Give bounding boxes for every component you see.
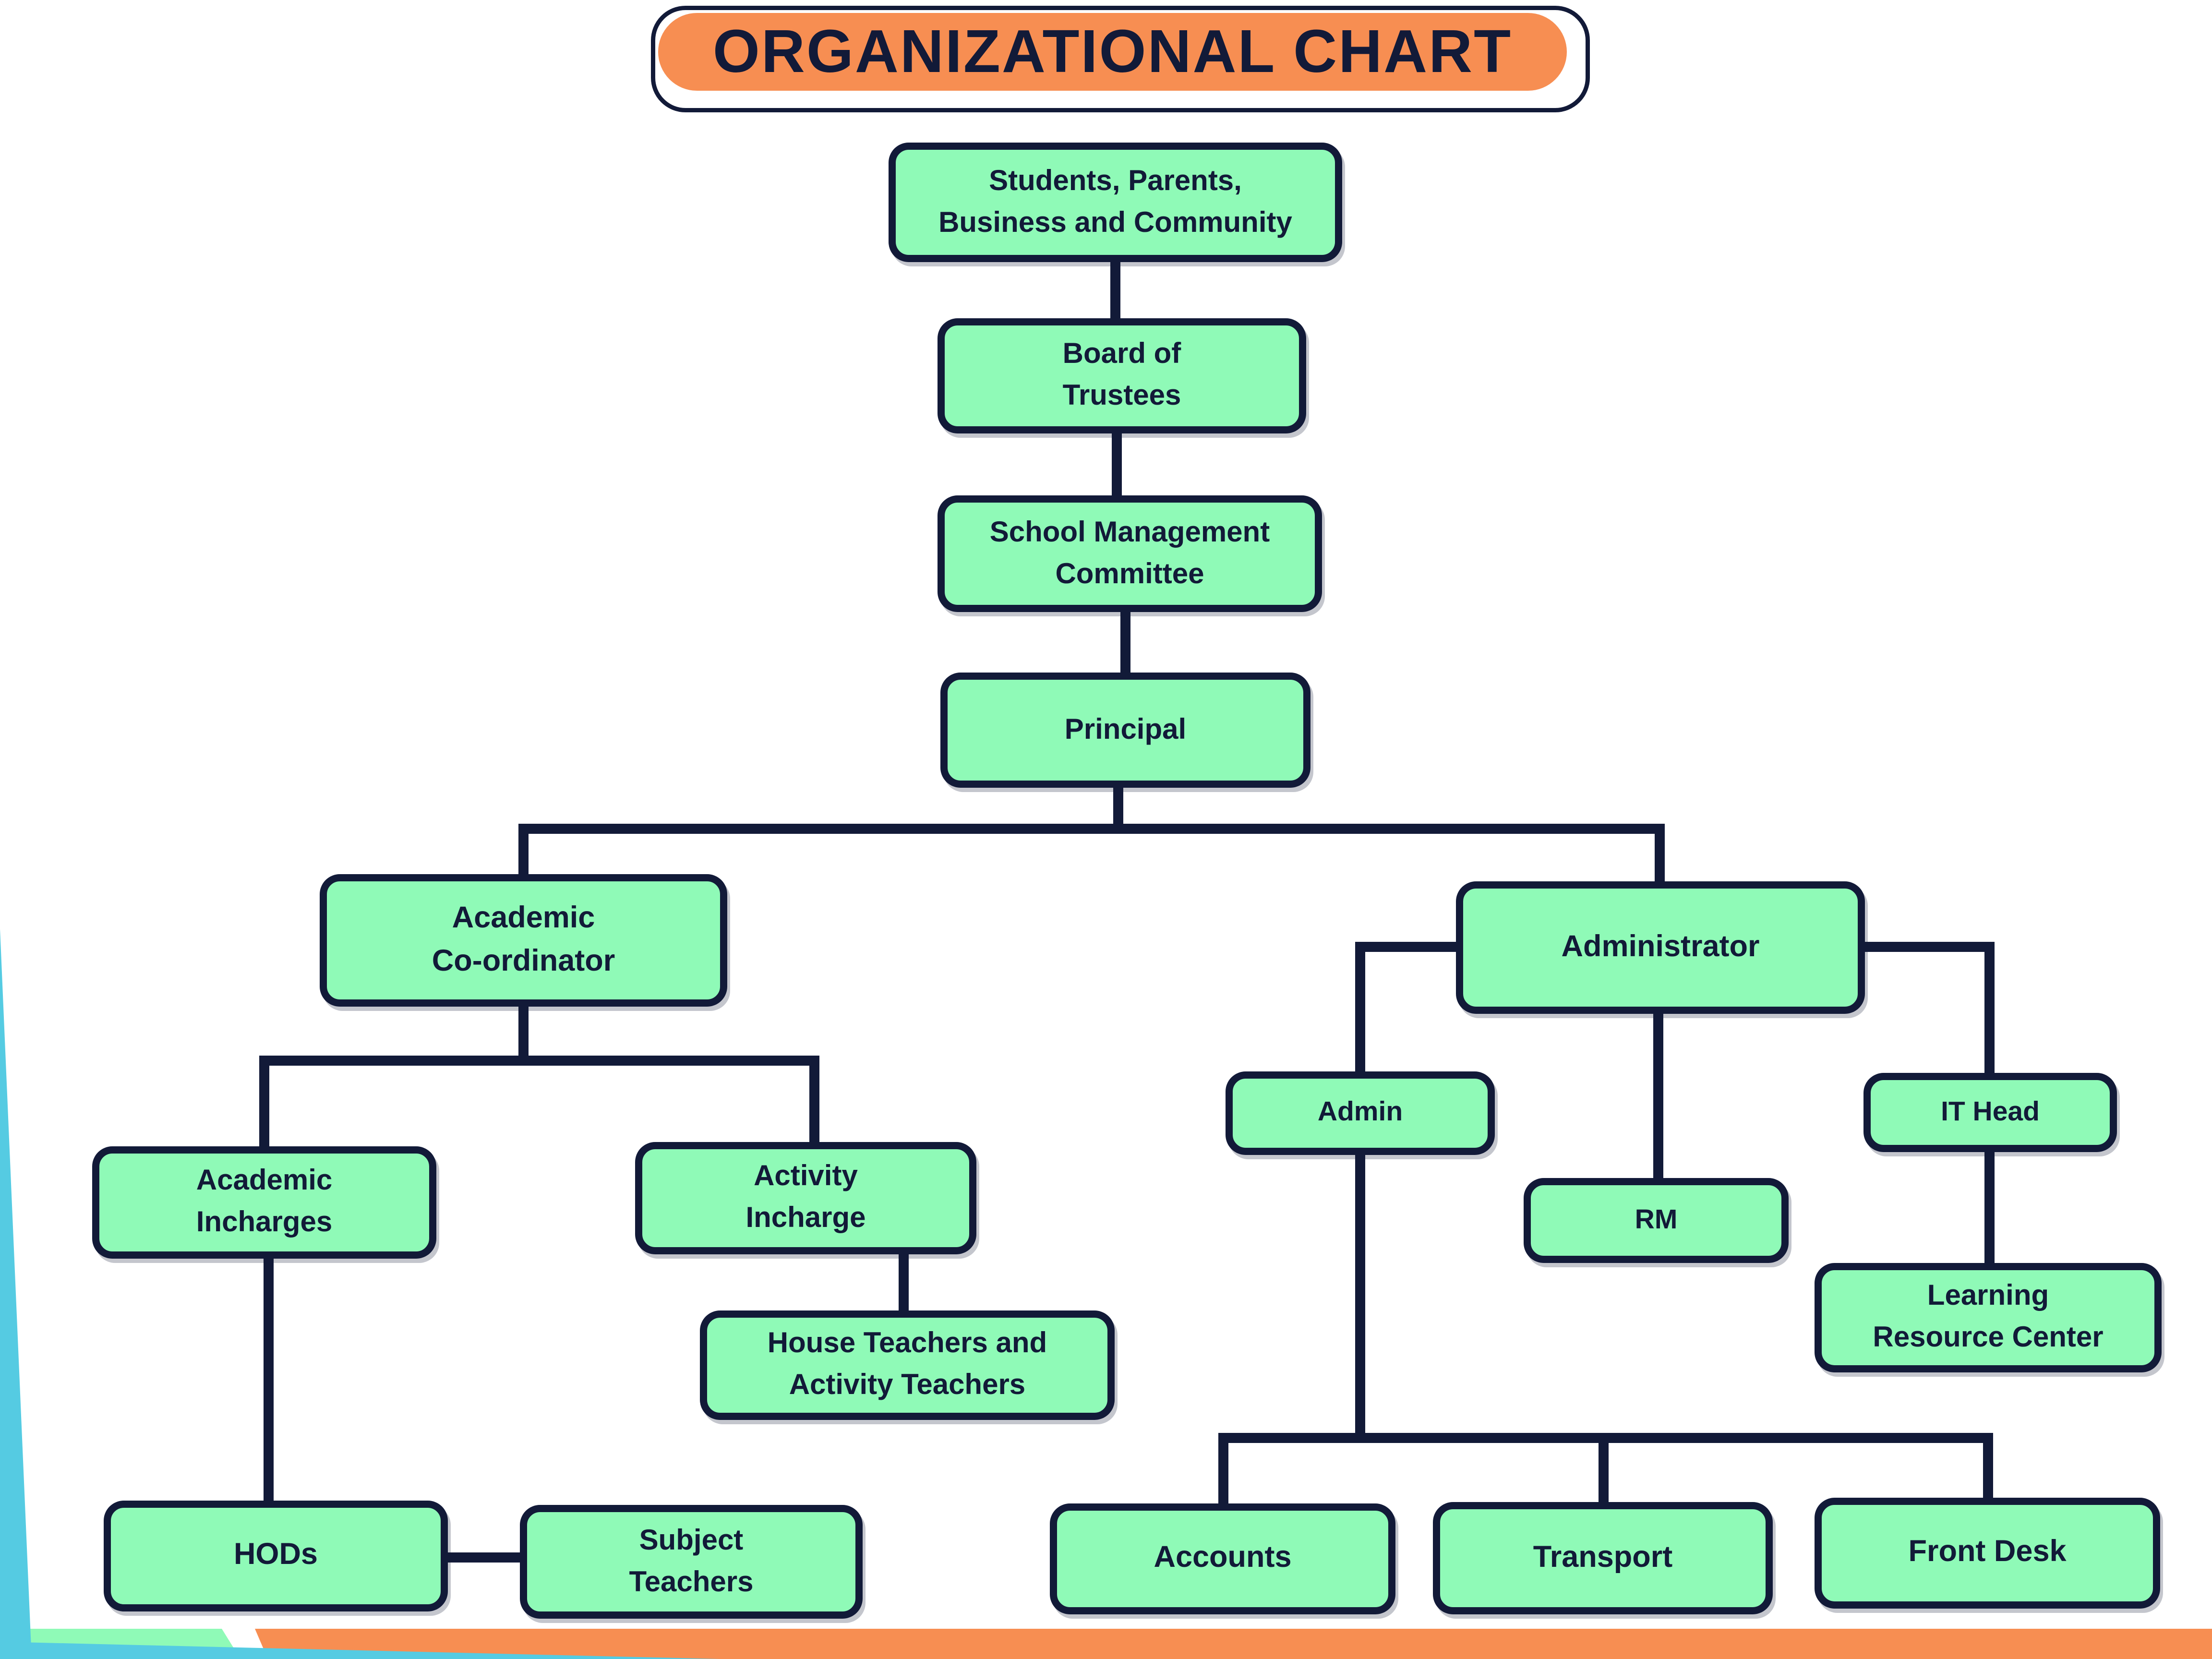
connector-ithead-branch-v	[1984, 942, 1995, 1077]
node-principal: Principal	[940, 673, 1310, 788]
connector-principal-drop	[1113, 785, 1123, 834]
node-label: HODs	[233, 1538, 318, 1572]
connector-activity-to-house	[899, 1251, 909, 1315]
connector-incharges-to-hods	[264, 1256, 274, 1505]
connector-split-to-frontdesk	[1983, 1433, 1993, 1502]
node-label: Learning Resource Center	[1873, 1280, 2104, 1354]
node-label: Board of Trustees	[1062, 338, 1181, 412]
node-rm: RM	[1524, 1178, 1789, 1263]
node-hods: HODs	[104, 1501, 448, 1611]
connector-ithead-to-lrc	[1984, 1149, 1995, 1267]
node-label: School Management Committee	[989, 516, 1270, 590]
node-activity-incharge: Activity Incharge	[635, 1142, 976, 1254]
title-card: ORGANIZATIONAL CHART	[651, 6, 1590, 112]
node-label: Accounts	[1154, 1541, 1292, 1575]
node-label: Students, Parents, Business and Communit…	[938, 165, 1292, 239]
node-label: House Teachers and Activity Teachers	[767, 1328, 1047, 1401]
node-school-management-committee: School Management Committee	[938, 495, 1322, 612]
connector-hods-to-subject	[448, 1552, 520, 1563]
node-front-desk: Front Desk	[1815, 1498, 2160, 1609]
node-label: Principal	[1064, 713, 1187, 745]
title-pill: ORGANIZATIONAL CHART	[658, 13, 1567, 91]
connector-admin-branch-h	[1355, 942, 1460, 952]
node-academic-incharges: Academic Incharges	[92, 1146, 436, 1259]
node-subject-teachers: Subject Teachers	[520, 1505, 863, 1619]
connector-admin-branch-v	[1355, 942, 1365, 1076]
node-label: Activity Incharge	[745, 1161, 866, 1234]
node-label: Subject Teachers	[629, 1524, 754, 1598]
node-label: RM	[1635, 1205, 1678, 1236]
connector-admin-long-drop	[1355, 1152, 1365, 1437]
connector-board-to-smc	[1112, 431, 1122, 500]
connector-academic-split	[259, 1056, 819, 1066]
connector-split-to-accounts	[1218, 1433, 1228, 1508]
node-administrator: Administrator	[1456, 881, 1865, 1014]
node-label: Administrator	[1561, 930, 1760, 963]
node-admin: Admin	[1226, 1071, 1495, 1155]
connector-split-to-academic-coord	[518, 824, 529, 878]
node-label: Transport	[1533, 1540, 1673, 1574]
connector-students-to-board	[1110, 259, 1120, 323]
connector-ithead-branch-h	[1861, 942, 1990, 952]
page-title: ORGANIZATIONAL CHART	[712, 17, 1513, 85]
connector-administrator-to-rm	[1653, 1011, 1663, 1182]
connector-split-to-administrator	[1655, 824, 1665, 886]
node-label: Front Desk	[1908, 1535, 2067, 1569]
connector-academic-coord-drop	[518, 1004, 529, 1066]
node-label: Academic Incharges	[196, 1165, 333, 1238]
connector-split-to-transport	[1599, 1433, 1609, 1506]
connector-smc-to-principal	[1120, 609, 1130, 677]
bottom-bar-orange-decoration	[255, 1629, 2212, 1659]
node-house-activity-teachers: House Teachers and Activity Teachers	[700, 1310, 1115, 1420]
node-students: Students, Parents, Business and Communit…	[889, 143, 1342, 262]
node-board-of-trustees: Board of Trustees	[938, 318, 1306, 433]
connector-split-to-activity	[809, 1056, 819, 1146]
node-label: IT Head	[1941, 1097, 2040, 1128]
connector-split-to-acad-incharges	[259, 1056, 269, 1151]
node-it-head: IT Head	[1863, 1073, 2117, 1152]
node-learning-resource-center: Learning Resource Center	[1815, 1263, 2162, 1372]
node-label: Admin	[1317, 1097, 1403, 1128]
node-label: Academic Co-ordinator	[432, 901, 615, 978]
connector-principal-split	[518, 824, 1665, 834]
node-transport: Transport	[1433, 1502, 1773, 1614]
node-accounts: Accounts	[1050, 1503, 1395, 1614]
node-academic-coordinator: Academic Co-ordinator	[320, 874, 727, 1007]
